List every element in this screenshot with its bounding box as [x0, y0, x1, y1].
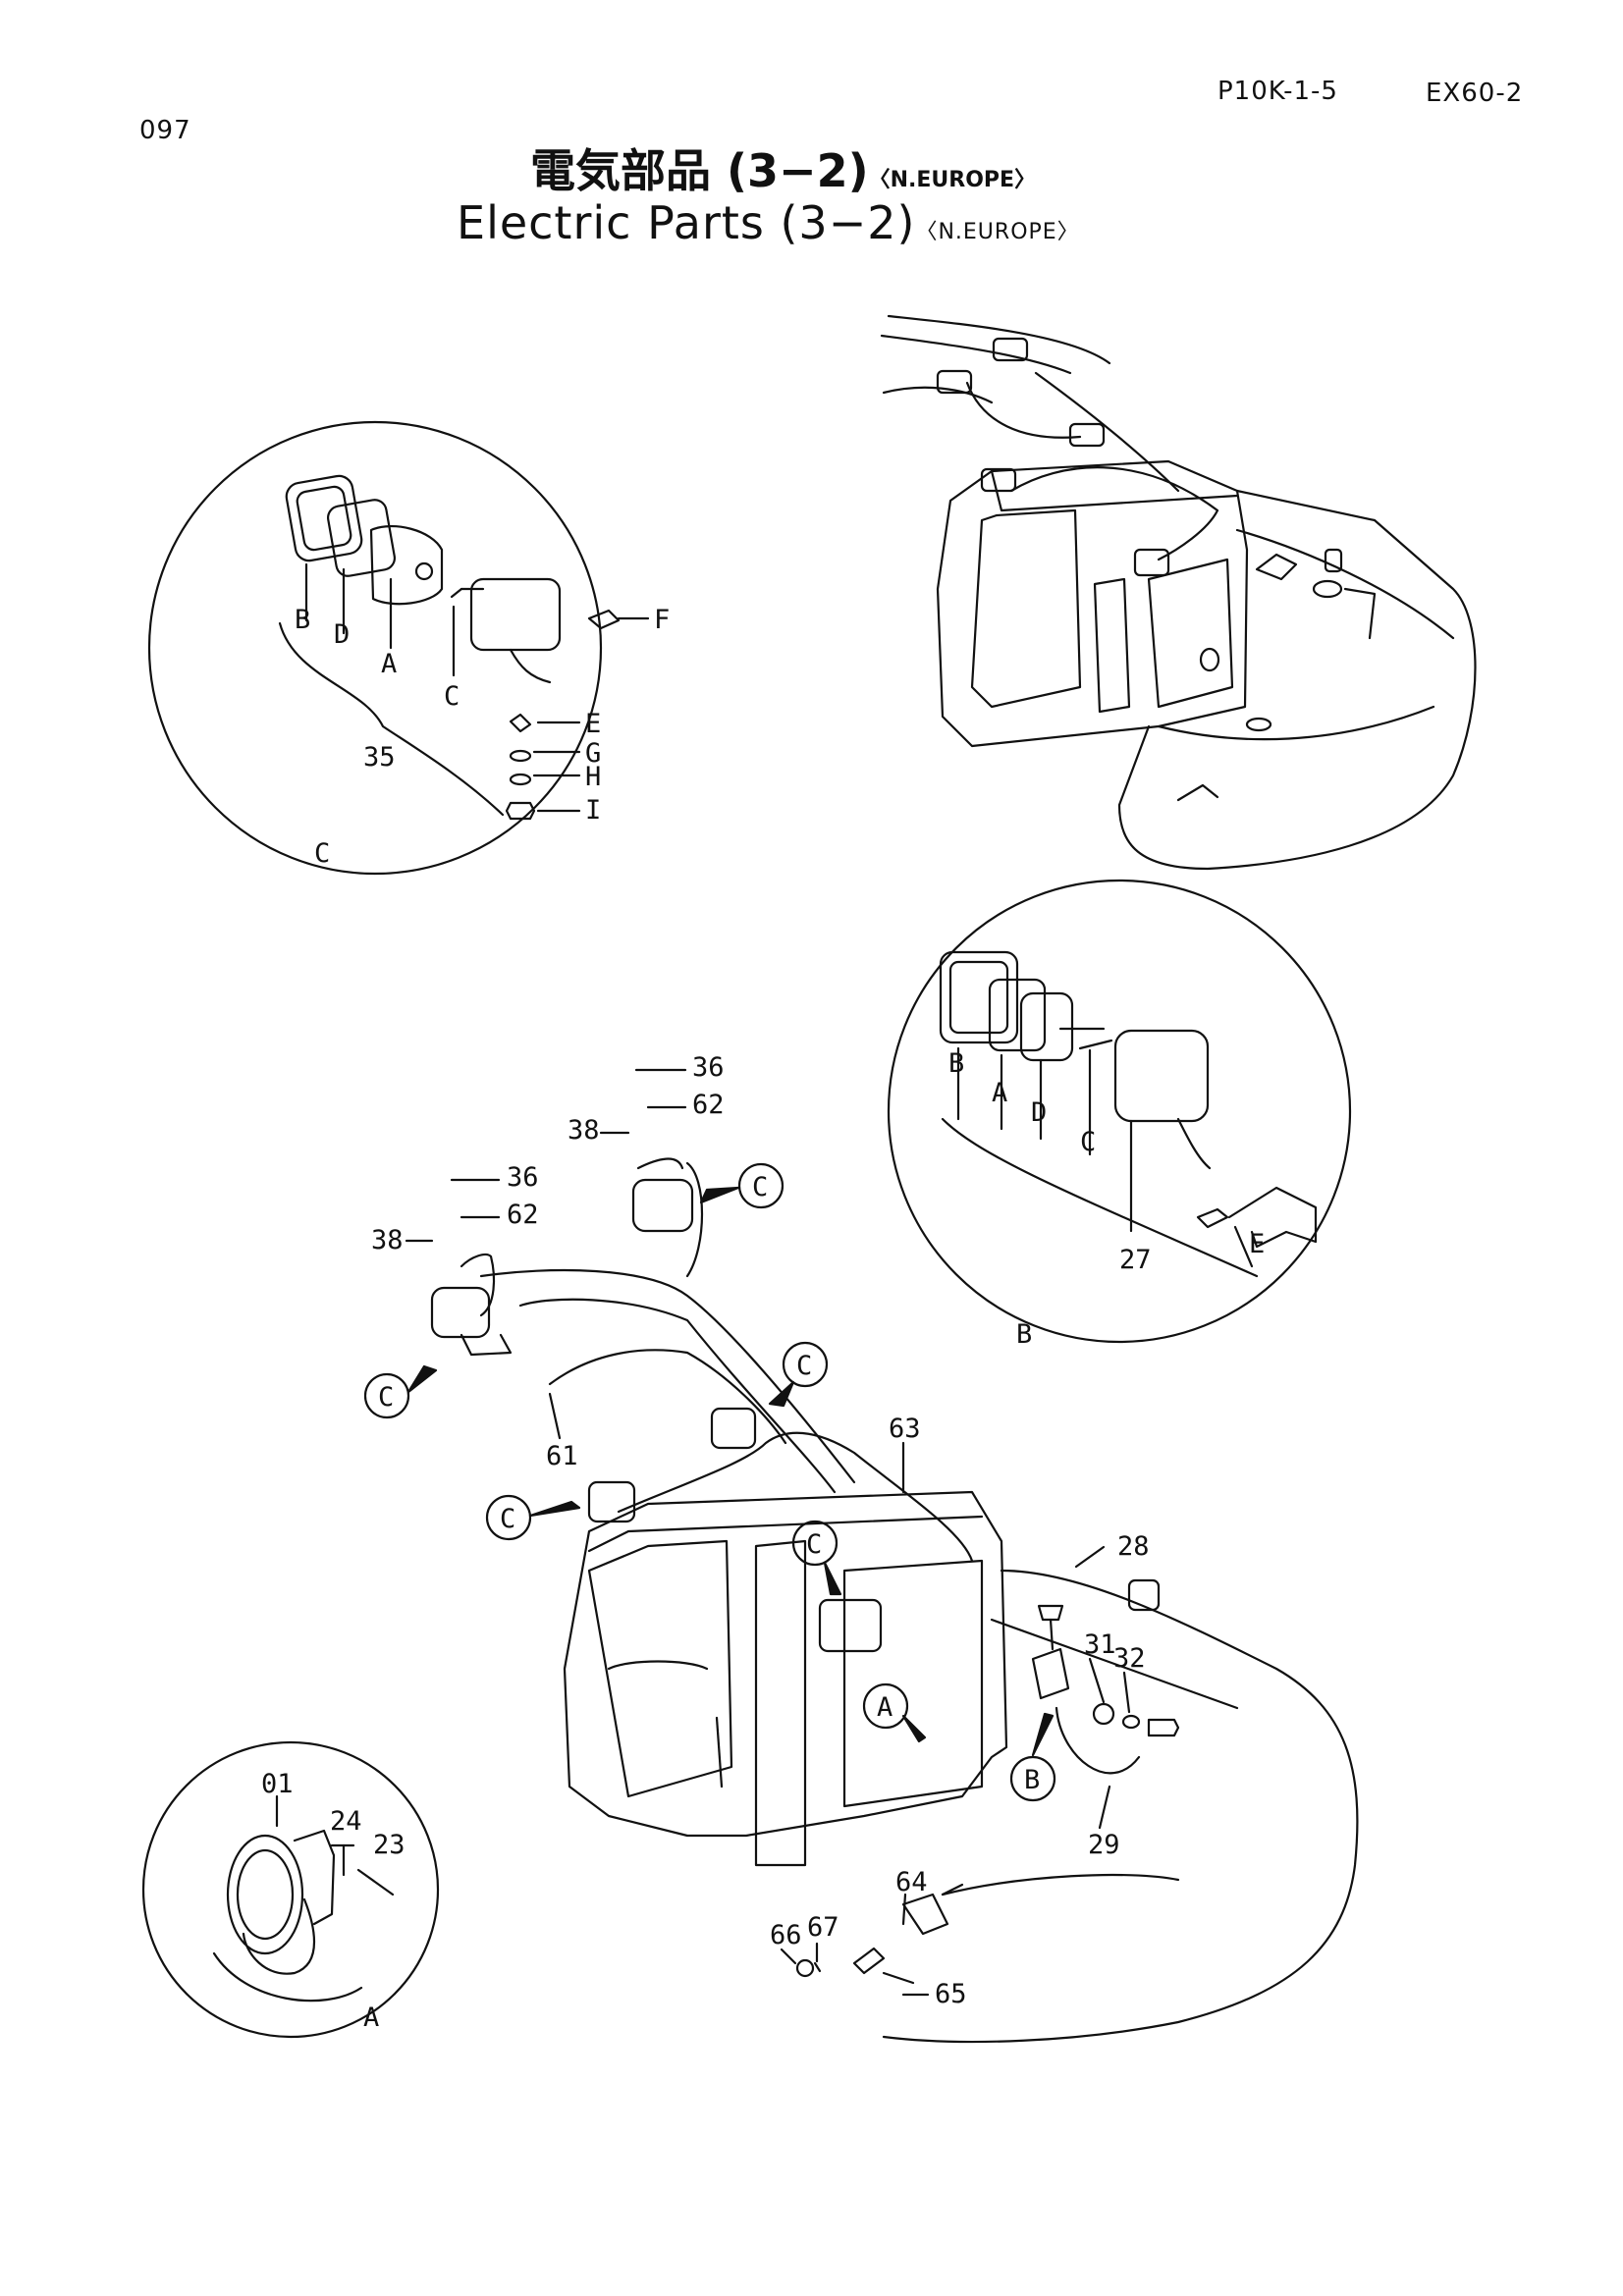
main-leader-lines	[405, 1068, 1131, 1997]
part-32: 32	[1113, 1643, 1146, 1674]
title-english-text: Electric Parts (3−2)	[457, 196, 916, 249]
part-66: 66	[770, 1920, 802, 1950]
view-ref-c-4: C	[500, 1504, 515, 1534]
part-63: 63	[889, 1414, 921, 1444]
page-number: 097	[139, 116, 191, 145]
detail-a	[141, 1740, 440, 2039]
label-detail-c-D: D	[334, 619, 350, 650]
part-67: 67	[807, 1912, 839, 1943]
label-detail-a-23: 23	[373, 1830, 406, 1860]
part-62-lower: 62	[507, 1200, 539, 1230]
assembly-number-c: 35	[363, 742, 396, 773]
label-detail-a-24: 24	[330, 1806, 362, 1837]
assembly-number-b: 27	[1119, 1245, 1152, 1275]
view-ref-c-1: C	[752, 1172, 768, 1202]
part-62-upper: 62	[692, 1090, 725, 1120]
detail-c	[147, 420, 650, 876]
view-ref-labels: C C C C C A B	[378, 1172, 1040, 1795]
label-detail-c-C: C	[444, 681, 460, 712]
label-detail-c-B: B	[295, 605, 310, 635]
detail-c-view-label: C	[314, 838, 330, 869]
label-detail-c-F: F	[654, 605, 670, 635]
label-detail-a-01: 01	[261, 1769, 294, 1799]
part-64: 64	[895, 1867, 928, 1897]
region-tag-en: 〈N.EUROPE〉	[915, 220, 1080, 244]
view-ref-c-5: C	[806, 1529, 822, 1560]
view-ref-c-2: C	[378, 1382, 394, 1413]
label-detail-c-A: A	[381, 649, 397, 679]
detail-b	[887, 879, 1352, 1344]
label-detail-b-B: B	[948, 1048, 964, 1079]
view-ref-c-3: C	[796, 1351, 812, 1381]
part-31: 31	[1084, 1629, 1116, 1660]
part-36-lower: 36	[507, 1162, 539, 1193]
label-detail-c-H: H	[585, 762, 601, 792]
label-detail-c-E: E	[585, 709, 601, 739]
label-detail-c-G: G	[585, 738, 601, 769]
part-29: 29	[1088, 1830, 1120, 1860]
label-detail-b-E: E	[1249, 1229, 1265, 1259]
detail-a-view-label: A	[363, 2002, 379, 2033]
region-tag-jp: 〈N.EUROPE〉	[868, 168, 1037, 192]
part-38-lower: 38	[371, 1225, 404, 1255]
view-ref-circles	[363, 1162, 1056, 1802]
reference-code: P10K-1-5	[1217, 77, 1338, 106]
detail-b-view-label: B	[1016, 1319, 1032, 1350]
label-detail-b-C: C	[1080, 1127, 1096, 1157]
title-english: Electric Parts (3−2)〈N.EUROPE〉	[457, 196, 1080, 249]
view-ref-b: B	[1024, 1765, 1040, 1795]
part-38-upper: 38	[568, 1115, 600, 1146]
title-japanese-text: 電気部品 (3−2)	[530, 144, 869, 197]
label-detail-c-I: I	[585, 795, 601, 826]
title-japanese: 電気部品 (3−2)〈N.EUROPE〉	[530, 135, 1036, 200]
label-detail-b-D: D	[1031, 1097, 1047, 1128]
main-machine	[430, 1027, 1359, 2044]
part-28: 28	[1117, 1531, 1150, 1562]
overview-machine	[880, 314, 1477, 871]
part-36-upper: 36	[692, 1052, 725, 1083]
label-detail-b-A: A	[992, 1078, 1007, 1108]
model-code: EX60-2	[1426, 79, 1524, 108]
callout-labels: B D A C F E G H I 35 C B A D C E 27 B 01…	[261, 605, 1265, 2033]
view-ref-a: A	[877, 1692, 893, 1723]
part-61: 61	[546, 1441, 578, 1471]
part-65: 65	[935, 1979, 967, 2009]
